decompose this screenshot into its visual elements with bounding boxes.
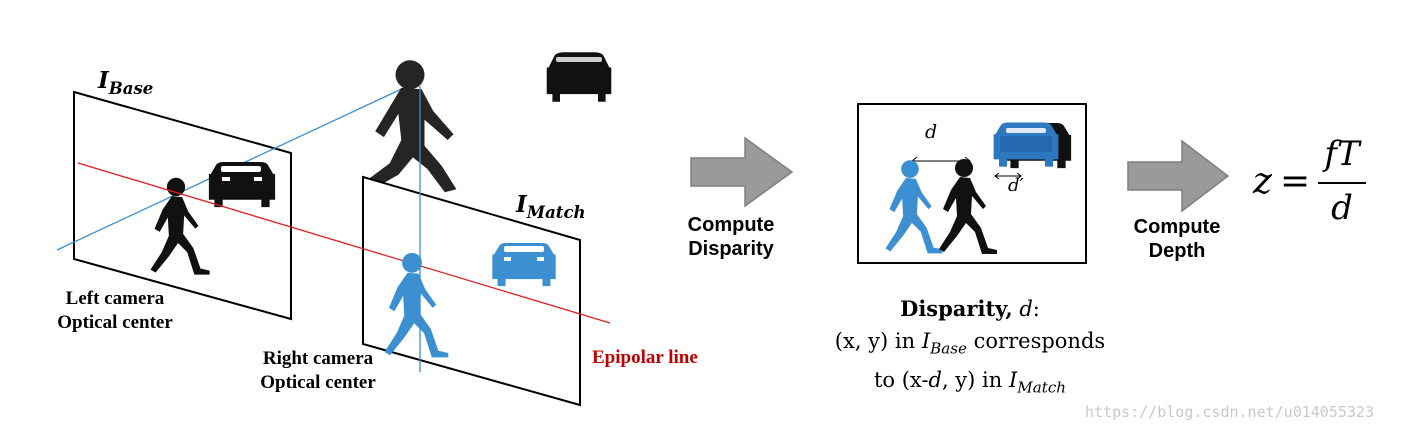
formula-denominator: d [1331,188,1353,228]
caption-line2-pre: (x, y) in [834,329,916,353]
formula-numerator: fT [1324,134,1360,174]
world-pedestrian-icon [366,60,457,193]
formula-equals: = [1280,161,1311,202]
caption-line2-sub: Base [930,339,967,358]
caption-title-text: Disparity, [900,296,1013,321]
match-image-plane [362,175,581,407]
compute-depth-line1: Compute [1133,216,1221,238]
left-camera-line1: Left camera [65,288,165,309]
caption-title-var: d [1019,297,1033,321]
d-prime-label: d′ [1008,175,1024,196]
disparity-caption-title: Disparity, d: [790,293,1150,325]
base-image-label: IBase [98,67,153,102]
caption-line3-var: d [928,368,942,393]
compute-disparity-label: Compute Disparity [666,213,796,261]
epipolar-line [77,162,611,324]
disparity-caption-line3: to (x-d, y) in IMatch [790,364,1150,403]
right-camera-line1: Right camera [262,348,374,369]
right-camera-line2: Optical center [260,372,376,393]
compute-disparity-line2: Disparity [688,238,774,260]
epipolar-line-label: Epipolar line [592,347,698,368]
compute-depth-label: Compute Depth [1112,215,1242,263]
base-label-sub: Base [108,77,154,98]
match-label-sub: Match [526,201,586,222]
base-car-windshield [221,166,262,181]
compute-disparity-arrow [690,136,794,208]
caption-line3-sub: Match [1017,378,1067,397]
d-label: d [925,121,938,143]
disparity-caption-line2: (x, y) in IBase corresponds [790,325,1150,364]
watermark: https://blog.csdn.net/u014055323 [1085,403,1374,421]
caption-title-colon: : [1032,297,1040,321]
left-camera-line2: Optical center [57,312,173,333]
world-car-icon [546,52,612,102]
compute-disparity-line1: Compute [687,214,775,236]
caption-line3-pre: to (x- [873,368,929,393]
caption-line3-img: I [1008,368,1018,393]
caption-line2-post: corresponds [973,329,1106,353]
match-label-main: I [516,191,527,218]
disparity-caption: Disparity, d: (x, y) in IBase correspond… [790,293,1150,404]
compute-depth-arrow [1127,139,1230,213]
base-label-main: I [98,67,109,94]
caption-line2-img: I [921,329,931,353]
match-car-windshield [504,246,544,261]
compute-depth-line2: Depth [1148,240,1206,262]
right-camera-label: Right camera Optical center [243,347,393,395]
left-camera-label: Left camera Optical center [40,287,190,335]
formula-lhs: z [1253,161,1272,202]
caption-line3-mid: , y) in [941,368,1003,393]
match-image-label: IMatch [516,191,586,226]
